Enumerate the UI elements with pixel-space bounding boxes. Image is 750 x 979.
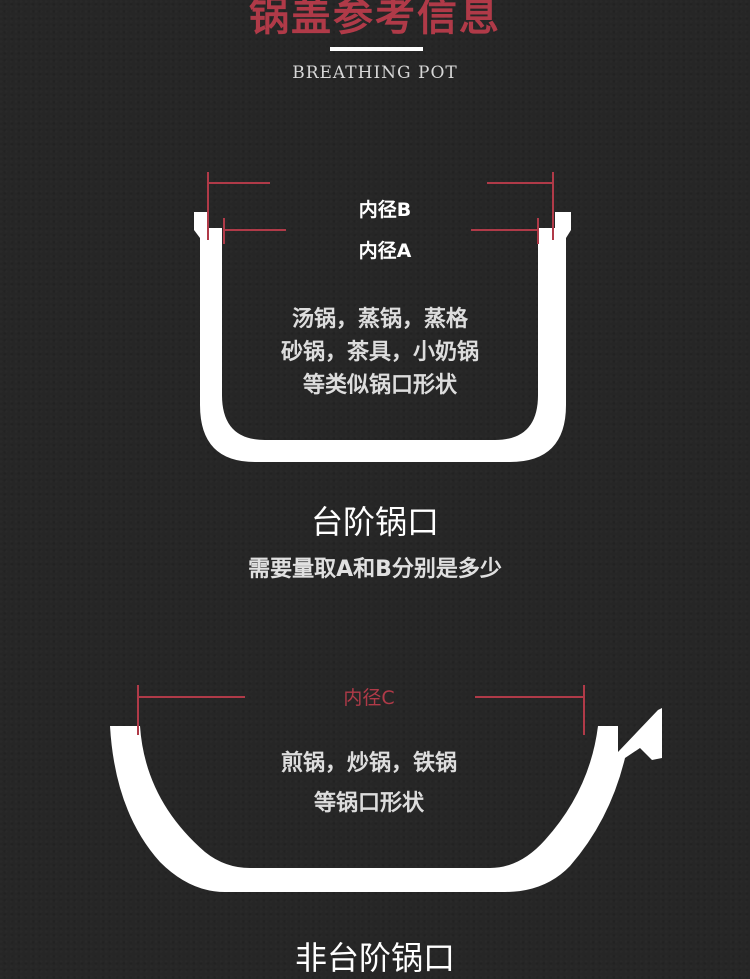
title-underline-divider (330, 47, 423, 51)
stepped-pot-shape-icon (194, 212, 571, 462)
inner-diameter-c-label: 内径C (343, 687, 395, 709)
inner-diameter-b-label: 内径B (358, 199, 412, 221)
stepped-rim-heading: 台阶锅口 (310, 503, 439, 541)
page-subtitle: BREATHING POT (292, 63, 458, 83)
page-title: 锅盖参考信息 (249, 0, 501, 40)
flat-pot-shape-icon (110, 708, 662, 892)
dimension-c-marker (137, 685, 585, 735)
flat-rim-heading: 非台阶锅口 (294, 939, 455, 977)
pot-diagrams (110, 172, 662, 892)
dimension-b-marker (207, 172, 554, 240)
stepped-rim-description: 汤锅，蒸锅，蒸格 砂锅，茶具，小奶锅 等类似锅口形状 (280, 307, 479, 398)
flat-rim-description: 煎锅，炒锅，铁锅 等锅口形状 (280, 751, 457, 816)
inner-diameter-a-label: 内径A (358, 240, 412, 262)
stepped-rim-instruction: 需要量取A和B分别是多少 (248, 557, 502, 582)
dimension-a-marker (223, 218, 539, 244)
